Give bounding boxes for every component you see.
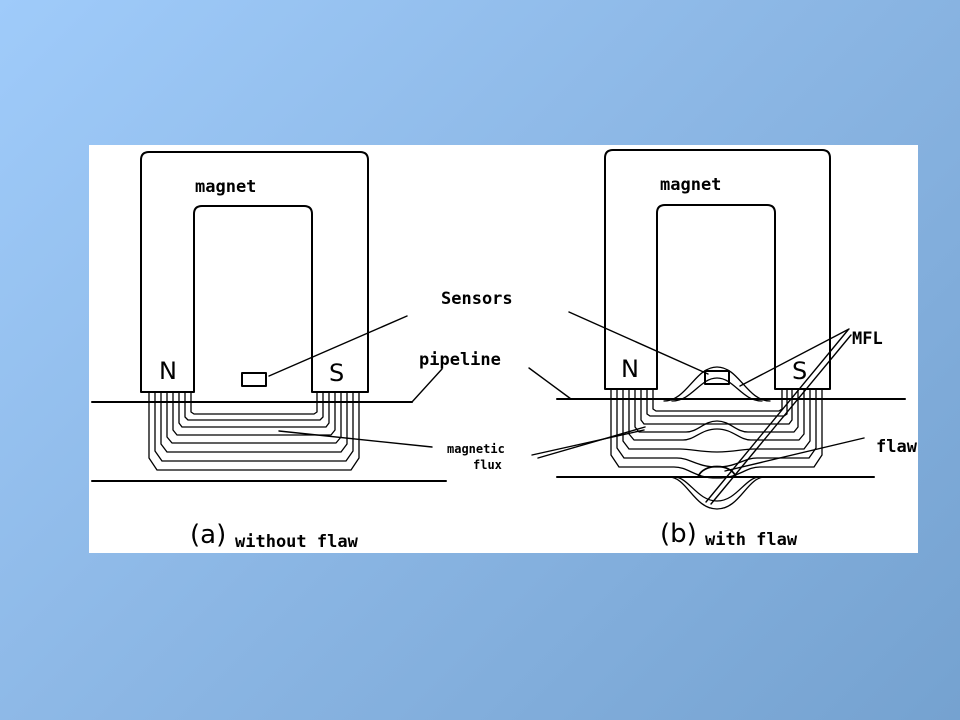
caption-b-text: with flaw bbox=[705, 530, 798, 550]
mfl-leader-3 bbox=[710, 334, 852, 505]
magnet-a bbox=[140, 151, 369, 393]
flux-leader-a bbox=[278, 430, 433, 448]
magnet-label-a: magnet bbox=[195, 177, 256, 197]
flux-leader-c bbox=[537, 426, 646, 459]
mfl-figure: magnet N S magnet N S Sensors pipeline m… bbox=[89, 145, 918, 553]
south-label-b: S bbox=[792, 357, 807, 385]
sensors-label: Sensors bbox=[441, 289, 513, 309]
sensor-leader-b bbox=[568, 311, 709, 375]
south-label-a: S bbox=[329, 359, 344, 387]
mfl-diagram-svg: magnet N S magnet N S Sensors pipeline m… bbox=[91, 149, 918, 552]
magnet-label-b: magnet bbox=[660, 175, 721, 195]
sensor-a bbox=[241, 372, 267, 387]
north-label-b: N bbox=[621, 355, 639, 383]
sensor-leader-a bbox=[268, 315, 408, 377]
caption-a-text: without flaw bbox=[235, 532, 359, 552]
magnetic-flux-label-line2: flux bbox=[473, 458, 502, 472]
flaw-shape bbox=[697, 465, 737, 478]
caption-b-letter: (b) bbox=[660, 519, 697, 549]
magnet-b bbox=[604, 149, 831, 390]
flaw-leader bbox=[724, 437, 865, 472]
caption-a-letter: (a) bbox=[190, 520, 226, 550]
pipeline-leader-b bbox=[528, 367, 572, 400]
magnetic-flux-a bbox=[148, 391, 360, 471]
pipeline-label: pipeline bbox=[419, 350, 501, 370]
flaw-label: flaw bbox=[876, 437, 918, 457]
magnetic-flux-label-line1: magnetic bbox=[447, 442, 505, 456]
sensor-b bbox=[704, 370, 730, 385]
flux-leader-b bbox=[531, 429, 645, 456]
mfl-leader-2 bbox=[705, 329, 849, 503]
pipeline-leader-a bbox=[411, 368, 443, 403]
north-label-a: N bbox=[159, 357, 177, 385]
mfl-leader-1 bbox=[739, 328, 850, 387]
mfl-label: MFL bbox=[852, 329, 883, 349]
